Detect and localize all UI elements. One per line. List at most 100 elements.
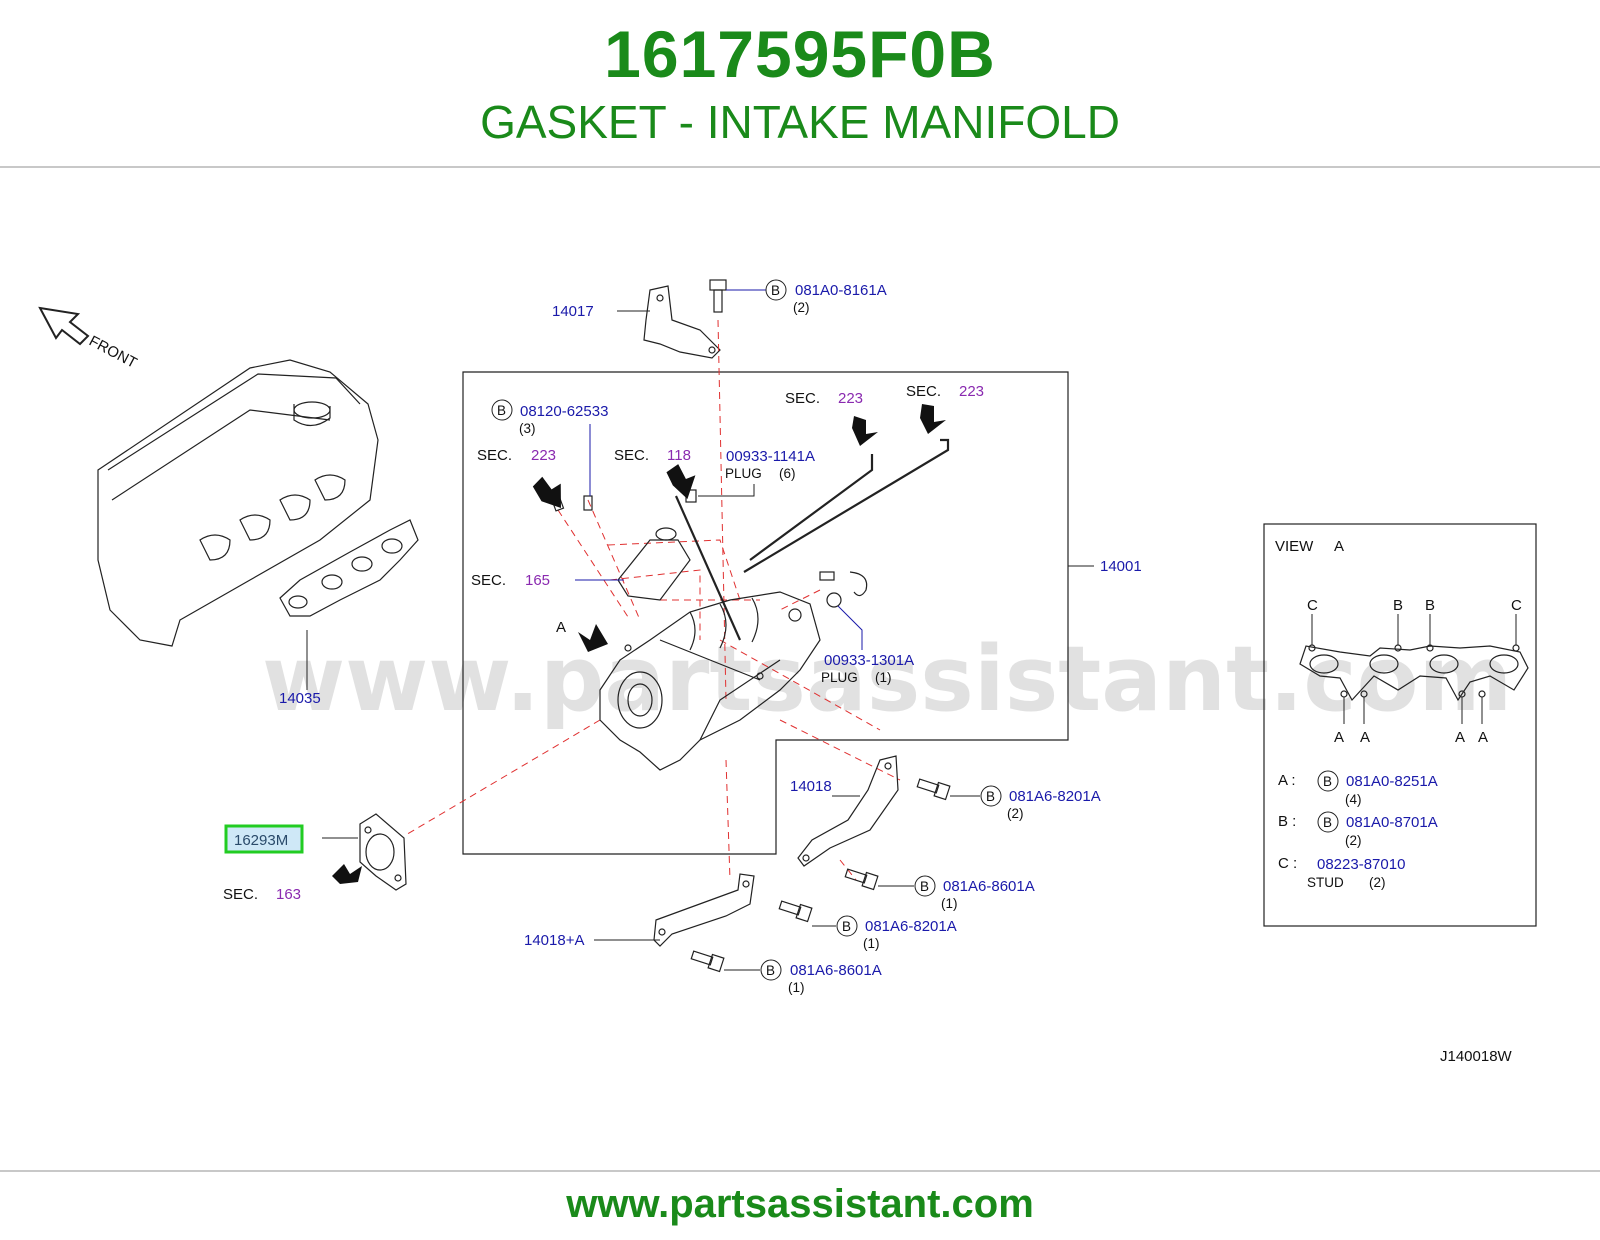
section-label-prefix: SEC. — [785, 390, 820, 407]
hose-line-3 — [743, 438, 950, 573]
gasket-16293m-illustration — [359, 813, 407, 891]
section-118[interactable]: 118 — [667, 447, 691, 464]
b-mark-label: B — [771, 283, 780, 298]
callout-bolt-8201-b-qty: (1) — [863, 936, 880, 951]
drawing-code: J140018W — [1440, 1048, 1513, 1065]
section-label-prefix: SEC. — [471, 572, 506, 589]
legend-qty: (2) — [1345, 833, 1362, 848]
view-a-gasket-illustration — [1299, 614, 1529, 724]
legend-key: A : — [1278, 772, 1296, 789]
callout-14018a[interactable]: 14018+A — [524, 932, 584, 949]
leader-lines — [403, 319, 901, 881]
footer-url-link[interactable]: www.partsassistant.com — [566, 1182, 1034, 1226]
callout-bolt-top[interactable]: 081A0-8161A — [795, 282, 887, 299]
bolt-illustration — [844, 868, 879, 891]
b-mark-label: B — [766, 963, 775, 978]
b-mark-icon — [760, 959, 782, 981]
front-label: FRONT — [86, 333, 140, 372]
part-number-title: 1617595F0B — [604, 17, 996, 91]
b-mark-icon — [1317, 811, 1339, 833]
callout-14017[interactable]: 14017 — [552, 303, 594, 320]
callout-plug-1301[interactable]: 00933-1301A — [824, 652, 914, 669]
bolt-illustration — [778, 900, 813, 923]
legend-key: C : — [1278, 855, 1297, 872]
bracket-14017-illustration — [643, 285, 721, 359]
b-mark-label: B — [1323, 774, 1332, 789]
legend-qty: (2) — [1369, 875, 1386, 890]
watermark-text: www.partsassistant.com — [262, 627, 1512, 732]
callout-bolt-top-qty: (2) — [793, 300, 810, 315]
view-bottom-label: A — [1334, 729, 1344, 746]
intake-manifold-illustration — [599, 591, 821, 771]
view-box-title: VIEW — [1275, 538, 1314, 555]
b-mark-icon — [765, 279, 787, 301]
b-mark-label: B — [920, 879, 929, 894]
view-top-label: B — [1425, 597, 1435, 614]
b-mark-label: B — [842, 919, 851, 934]
bracket-14018-illustration — [797, 755, 899, 867]
view-bottom-label: A — [1360, 729, 1370, 746]
header-divider — [0, 166, 1600, 168]
highlighted-part-box[interactable] — [224, 824, 304, 854]
b-mark-icon — [1317, 770, 1339, 792]
callout-bolt-8601-a[interactable]: 081A6-8601A — [943, 878, 1035, 895]
view-bottom-label: A — [1478, 729, 1488, 746]
legend-code[interactable]: 081A0-8251A — [1346, 773, 1438, 790]
legend-key: B : — [1278, 813, 1296, 830]
callout-14018[interactable]: 14018 — [790, 778, 832, 795]
callout-bolt-08120[interactable]: 08120-62533 — [520, 403, 608, 420]
section-165[interactable]: 165 — [525, 572, 550, 589]
b-mark-label: B — [497, 403, 506, 418]
callout-bolt-8201-a[interactable]: 081A6-8201A — [1009, 788, 1101, 805]
hose-line-2 — [749, 454, 874, 561]
gasket-14035-illustration — [279, 519, 419, 690]
view-a-marker: A — [556, 619, 566, 636]
b-mark-label: B — [986, 789, 995, 804]
callout-bolt-8201-b[interactable]: 081A6-8201A — [865, 918, 957, 935]
view-a-box — [1263, 523, 1537, 927]
footer-divider — [0, 1170, 1600, 1172]
highlighted-part-number[interactable]: 16293M — [234, 832, 288, 849]
section-223-left[interactable]: 223 — [531, 447, 556, 464]
callout-14035[interactable]: 14035 — [279, 690, 321, 707]
engine-head-illustration — [97, 359, 379, 647]
callout-bolt-8201-a-qty: (2) — [1007, 806, 1024, 821]
manifold-group-frame — [462, 371, 1069, 855]
callout-plug-1141-label: PLUG — [725, 466, 762, 481]
page-header: 1617595F0B GASKET - INTAKE MANIFOLD — [0, 0, 1600, 168]
callout-plug-1301-label: PLUG — [821, 670, 858, 685]
bolt-illustration — [690, 950, 725, 973]
view-top-label: B — [1393, 597, 1403, 614]
section-label-prefix: SEC. — [223, 886, 258, 903]
bolt-top-illustration — [709, 279, 727, 313]
b-mark-icon — [491, 399, 513, 421]
pcv-cover-illustration — [617, 527, 691, 601]
callout-plug-1141[interactable]: 00933-1141A — [726, 448, 815, 465]
legend-qty: (4) — [1345, 792, 1362, 807]
view-box-title-letter: A — [1334, 538, 1344, 555]
section-163[interactable]: 163 — [276, 886, 301, 903]
bolt-illustration — [916, 778, 951, 801]
callout-plug-1301-qty: (1) — [875, 670, 892, 685]
view-bottom-label: A — [1455, 729, 1465, 746]
callout-bolt-08120-qty: (3) — [519, 421, 536, 436]
callout-bolt-8601-b[interactable]: 081A6-8601A — [790, 962, 882, 979]
section-label-prefix: SEC. — [906, 383, 941, 400]
view-top-label: C — [1511, 597, 1522, 614]
section-223-right[interactable]: 223 — [959, 383, 984, 400]
b-mark-label: B — [1323, 815, 1332, 830]
b-mark-icon — [836, 915, 858, 937]
b-mark-icon — [980, 785, 1002, 807]
legend-code[interactable]: 081A0-8701A — [1346, 814, 1438, 831]
callout-14001[interactable]: 14001 — [1100, 558, 1142, 575]
callout-plug-1141-qty: (6) — [779, 466, 796, 481]
fittings-illustration — [549, 489, 868, 608]
front-arrow-icon — [38, 306, 90, 346]
legend-note: STUD — [1307, 875, 1344, 890]
callout-bolt-8601-a-qty: (1) — [941, 896, 958, 911]
b-mark-icon — [914, 875, 936, 897]
bracket-14018a-illustration — [653, 873, 755, 947]
section-223-mid[interactable]: 223 — [838, 390, 863, 407]
legend-code[interactable]: 08223-87010 — [1317, 856, 1405, 873]
